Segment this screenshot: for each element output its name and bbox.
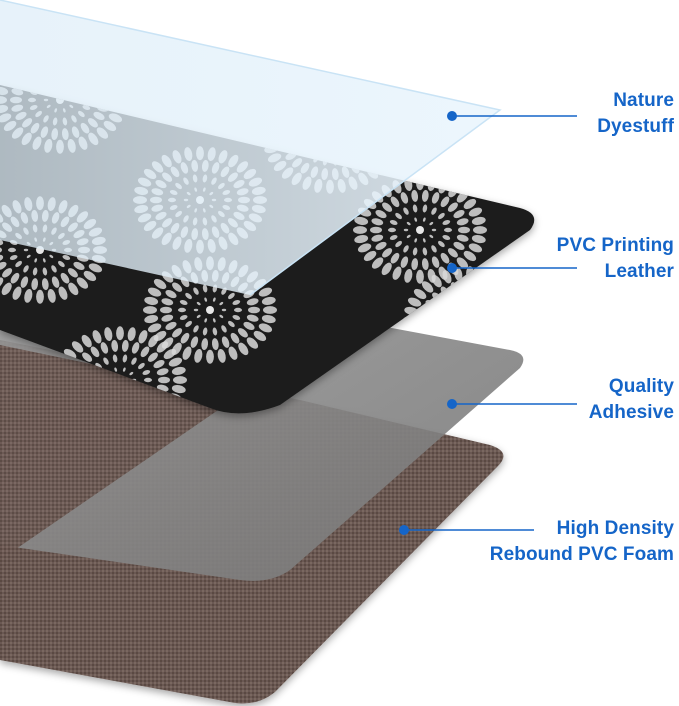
callout-dot-icon — [447, 263, 457, 273]
callout-dot-icon — [399, 525, 409, 535]
callout-dot-icon — [447, 111, 457, 121]
callouts — [404, 115, 577, 531]
foam-upper-texture — [0, 345, 240, 560]
callout-dot-icon — [447, 399, 457, 409]
film-layer — [0, 0, 500, 295]
